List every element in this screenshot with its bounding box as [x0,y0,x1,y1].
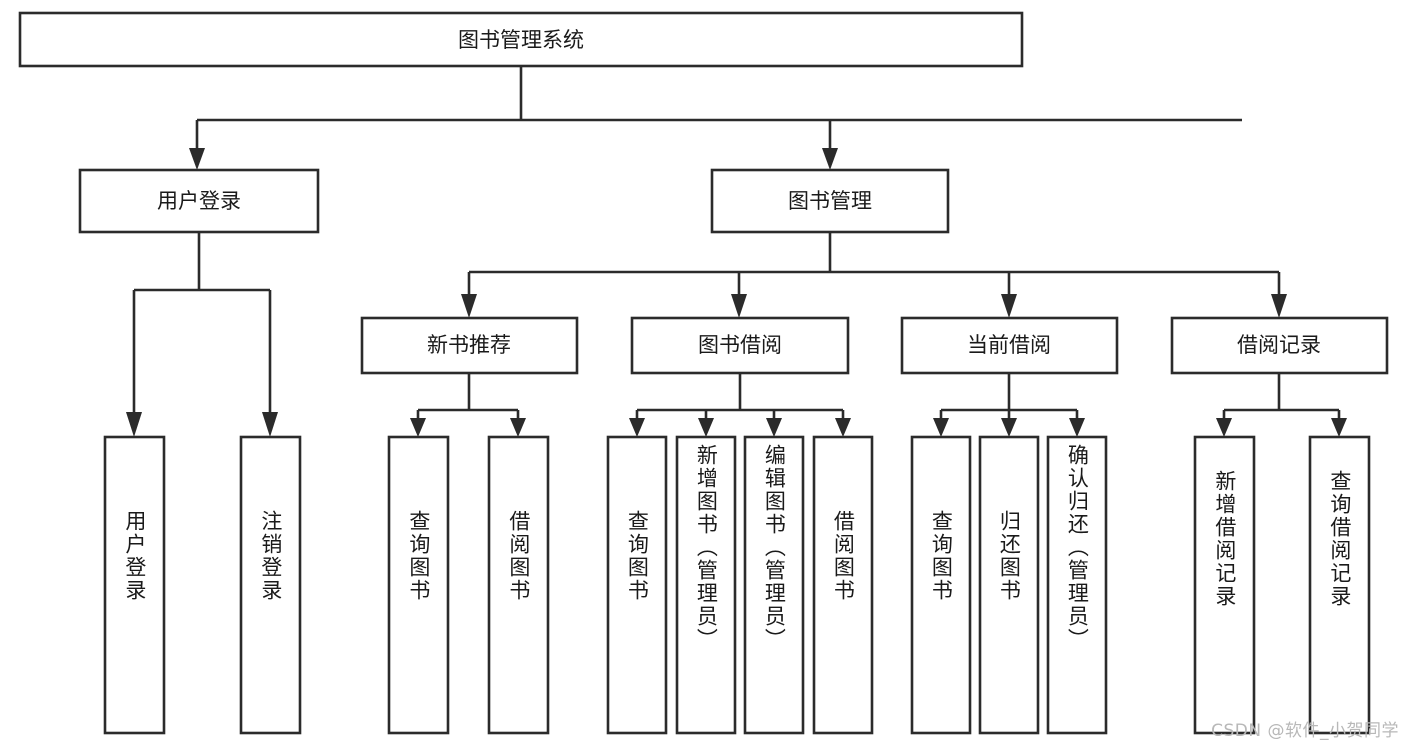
node-book-management-label: 图书管理 [788,189,872,213]
node-user-login[interactable]: 用户登录 [78,168,320,234]
node-root[interactable]: 图书管理系统 [18,11,1024,68]
leaf-box-borrow-add[interactable] [675,435,737,735]
connector-new-book-recommend-to-leaves [410,373,526,437]
leaf-box-record-add[interactable] [1193,435,1256,735]
leaf-box-current-query[interactable] [910,435,972,735]
node-root-box [18,11,1024,68]
leaf-box-user-login-logout[interactable] [239,435,302,735]
leaf-box-current-confirm[interactable] [1046,435,1108,735]
connector-book-management-to-level3 [461,232,1287,318]
node-current-borrow-label: 当前借阅 [967,333,1051,357]
connector-root-to-level2 [189,66,1242,170]
arrow-head-icon [1069,418,1085,437]
arrow-head-icon [1216,418,1232,437]
node-current-borrow-box [900,316,1119,375]
leaf-box-current-return[interactable] [978,435,1040,735]
node-new-book-recommend-label: 新书推荐 [427,333,511,357]
arrow-head-icon [731,294,747,318]
arrow-head-icon [126,412,142,437]
arrow-head-icon [410,418,426,437]
arrow-head-icon [698,418,714,437]
arrow-head-icon [835,418,851,437]
arrow-head-icon [1331,418,1347,437]
node-current-borrow[interactable]: 当前借阅 [900,316,1119,375]
node-borrow-record-label: 借阅记录 [1237,333,1321,357]
connector-user-login-to-leaves [126,232,278,437]
node-user-login-box [78,168,320,234]
leaf-box-borrow-lend[interactable] [812,435,874,735]
leaf-box-recommend-query[interactable] [387,435,450,735]
node-new-book-recommend-box [360,316,579,375]
leaf-box-borrow-query[interactable] [606,435,668,735]
leaf-box-recommend-borrow[interactable] [487,435,550,735]
node-root-label: 图书管理系统 [458,28,584,52]
arrow-head-icon [629,418,645,437]
leaf-box-borrow-edit[interactable] [743,435,805,735]
arrow-head-icon [933,418,949,437]
node-book-borrow[interactable]: 图书借阅 [630,316,850,375]
arrow-head-icon [766,418,782,437]
node-book-management[interactable]: 图书管理 [710,168,950,234]
watermark-text: CSDN @软件_小贺同学 [1211,721,1399,741]
arrow-head-icon [1271,294,1287,318]
arrow-head-icon [1001,418,1017,437]
leaf-box-record-query[interactable] [1308,435,1371,735]
node-user-login-label: 用户登录 [157,189,241,213]
connector-borrow-record-to-leaves [1216,373,1347,437]
arrow-head-icon [189,148,205,170]
node-new-book-recommend[interactable]: 新书推荐 [360,316,579,375]
arrow-head-icon [461,294,477,318]
connector-current-borrow-to-leaves [933,373,1085,437]
leaf-box-user-login-login[interactable] [103,435,166,735]
connector-book-borrow-to-leaves [629,373,851,437]
node-book-borrow-label: 图书借阅 [698,333,782,357]
arrow-head-icon [262,412,278,437]
arrow-head-icon [822,148,838,170]
node-borrow-record[interactable]: 借阅记录 [1170,316,1389,375]
arrow-head-icon [510,418,526,437]
arrow-head-icon [1001,294,1017,318]
